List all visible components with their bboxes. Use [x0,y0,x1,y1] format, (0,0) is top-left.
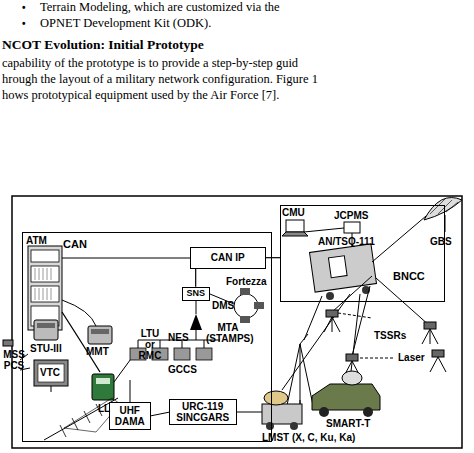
equipment-label: JCPMS [334,210,368,221]
node-label: CAN [63,238,87,250]
equipment-label: LL [98,403,110,414]
equipment-label: AN/TSQ-111 [318,236,375,247]
radio-box: URC-119 SINCGARS [169,399,237,425]
equipment-label: MSS PCS [2,349,26,371]
equipment-label: Fortezza [226,276,267,287]
equipment-label: GCCS [168,364,197,375]
switch-box: SNS [182,287,210,301]
node-label: SNS [186,289,205,299]
equipment-label: VTC [40,367,60,378]
node-label: UHF DAMA [113,405,147,427]
equipment-label: LTU or RMC [136,328,164,361]
router-box: CAN IP [190,247,266,269]
connector [266,257,280,258]
bullet: • [22,2,26,13]
body-text: OPNET Development Kit (ODK). [40,17,211,31]
connector [195,269,196,287]
equipment-label: CMU [282,207,305,218]
body-text: hows prototypical equipment used by the … [2,89,279,103]
equipment-label: MMT [86,346,109,357]
equipment-label: ATM [26,235,47,246]
body-text: Terrain Modeling, which are customized v… [40,1,280,15]
node-label: BNCC [393,270,425,282]
equipment-label: GBS [430,236,452,247]
bullet: • [22,18,26,29]
body-text: capability of the prototype is to provid… [2,57,298,71]
node-label: CAN IP [211,252,245,263]
equipment-label: MTA (STAMPS) [206,322,250,344]
body-text: hrough the layout of a military network … [2,73,318,87]
equipment-label: STU-III [30,343,62,354]
equipment-label: TSSRs [374,330,406,341]
node-label: URC-119 SINCGARS [173,401,233,423]
radio-box: UHF DAMA [109,402,151,430]
equipment-label: SMART-T [326,418,370,429]
equipment-label: NES [168,332,189,343]
equipment-label: Laser [398,352,425,363]
equipment-label: LMST (X, C, Ku, Ka) [262,432,355,443]
equipment-label: DMS [212,300,234,311]
section-heading: NCOT Evolution: Initial Prototype [2,38,204,53]
